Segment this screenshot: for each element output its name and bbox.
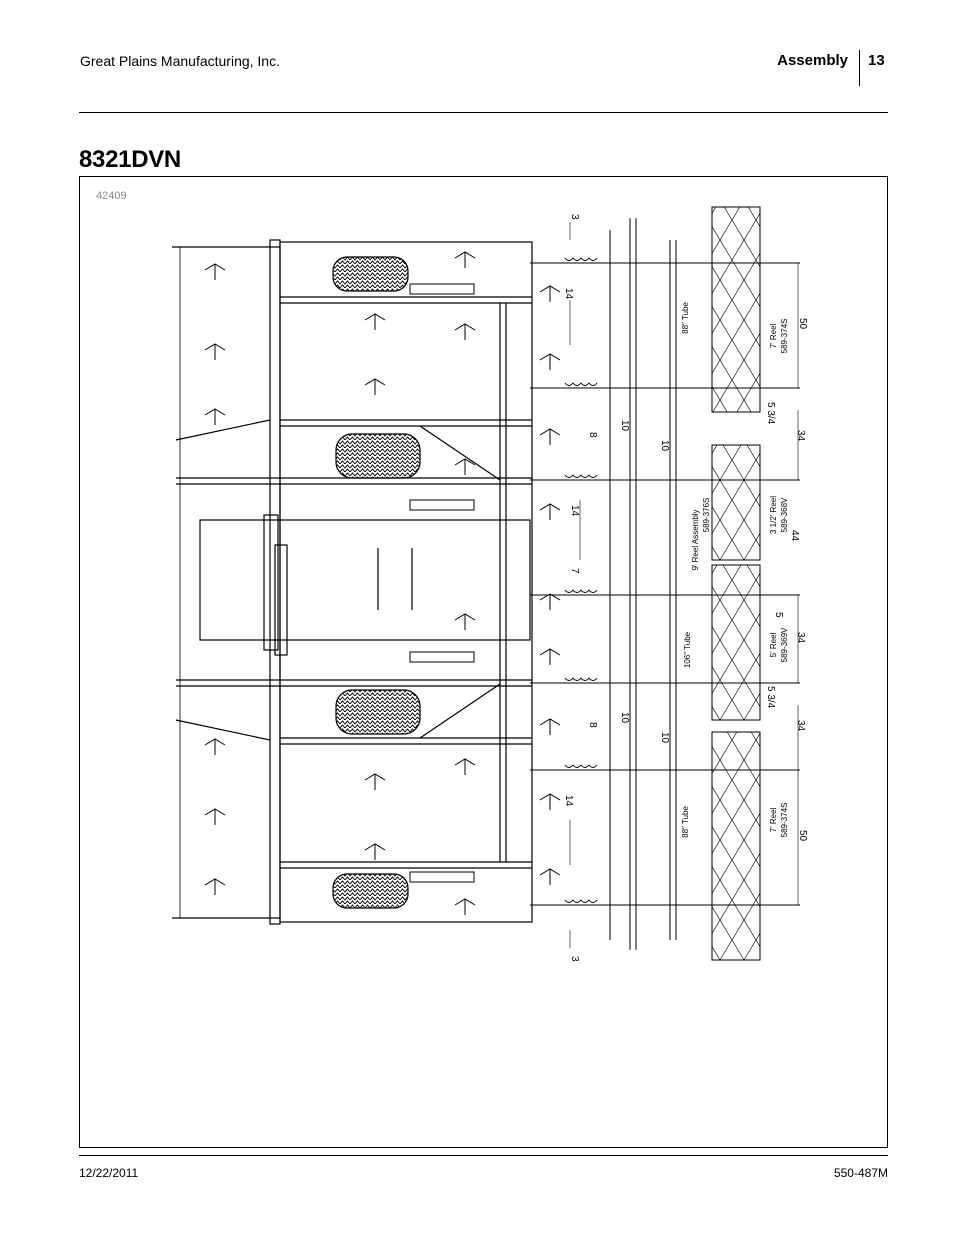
dim-34-c: 34	[795, 720, 806, 732]
label-reel-7-a-part: 589-374S	[780, 319, 789, 354]
label-reel-7-b-name: 7' Reel	[769, 807, 778, 832]
dim-5-3-4-a: 5 3/4	[765, 402, 776, 425]
page-number: 13	[868, 52, 885, 69]
dim-34-a: 34	[795, 430, 806, 442]
dim-44: 44	[789, 530, 800, 542]
label-tube-88-b: 88" Tube	[681, 806, 690, 838]
shank-rows	[204, 251, 561, 915]
hydraulic-cylinders	[409, 283, 475, 883]
label-reel-9-name: 9' Reel Assembly	[691, 509, 700, 570]
label-tube-106: 106" Tube	[683, 631, 692, 668]
main-frame	[172, 239, 533, 925]
label-tube-88-a: 88" Tube	[681, 302, 690, 334]
dim-14-b: 14	[569, 505, 580, 517]
label-reel-7-b-part: 589-374S	[780, 803, 789, 838]
dim-34-b: 34	[795, 632, 806, 644]
dim-8-b: 8	[587, 722, 598, 728]
dim-10-d: 10	[659, 732, 670, 744]
dim-8-a: 8	[587, 432, 598, 438]
footer-date: 12/22/2011	[79, 1166, 139, 1180]
tires	[332, 256, 421, 909]
assembly-drawing: 3 3 14 14 14 8 8 10 10 10 10 7 50 5 3/4 …	[172, 206, 808, 962]
dim-bottom: 3	[569, 956, 580, 962]
dim-top: 3	[569, 214, 580, 220]
dim-14-c: 14	[563, 795, 574, 807]
dim-10-c: 10	[619, 712, 630, 724]
header-divider	[859, 50, 860, 86]
label-reel-7-a-name: 7' Reel	[769, 323, 778, 348]
dim-10-b: 10	[659, 440, 670, 452]
company-name: Great Plains Manufacturing, Inc.	[80, 53, 280, 69]
rolling-baskets	[711, 206, 761, 961]
section-name: Assembly	[777, 52, 848, 69]
label-reel-3-name: 3 1/2' Reel	[769, 496, 778, 534]
dim-50-a: 50	[797, 318, 808, 330]
figure-text: 3 3 14 14 14 8 8 10 10 10 10 7 50 5 3/4 …	[563, 214, 808, 962]
page-title: 8321DVN	[79, 146, 181, 173]
label-reel-9-part: 589-376S	[702, 498, 711, 533]
dim-5-3-4-b: 5 3/4	[765, 686, 776, 709]
figure-frame	[79, 176, 888, 1148]
figure-id: 42409	[96, 190, 127, 202]
dimension-lines	[569, 222, 799, 948]
header-rule	[79, 112, 888, 113]
dim-5: 5	[773, 612, 784, 618]
dim-50-b: 50	[797, 830, 808, 842]
dim-7: 7	[569, 568, 580, 574]
footer-doc-number: 550-487M	[833, 1166, 888, 1180]
dim-14-a: 14	[563, 288, 574, 300]
label-reel-3-part: 589-368V	[780, 497, 789, 532]
label-reel-5-part: 589-369V	[780, 627, 789, 662]
dim-10-a: 10	[619, 420, 630, 432]
footer-rule	[79, 1155, 888, 1156]
label-reel-5-name: 5' Reel	[769, 632, 778, 657]
